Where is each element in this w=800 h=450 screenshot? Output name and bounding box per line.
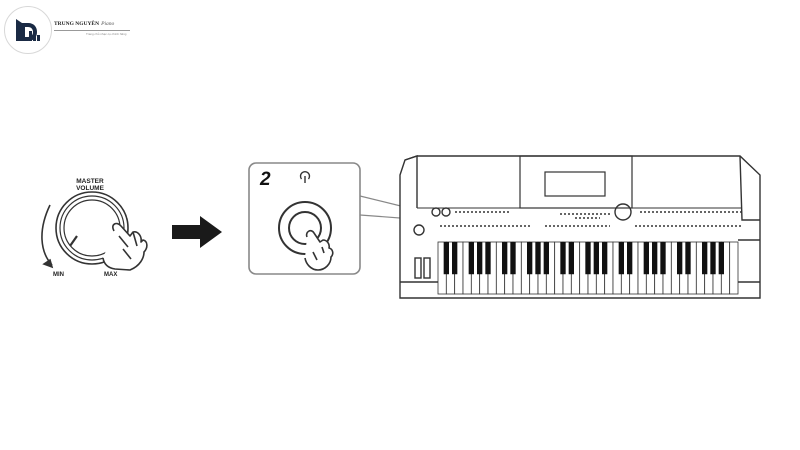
black-key — [593, 242, 599, 275]
logo-script-text: Piano — [101, 21, 115, 27]
black-key — [477, 242, 483, 275]
logo-tagline: Trang chủ nhạc cụ chính hãng — [86, 32, 127, 36]
black-key — [527, 242, 533, 275]
step-number: 2 — [260, 169, 271, 190]
black-key — [468, 242, 474, 275]
logo-mark-icon — [4, 6, 52, 54]
black-key — [602, 242, 608, 275]
hand-turning-knob-icon — [102, 222, 148, 271]
black-key — [710, 242, 716, 275]
finger-pressing-icon — [304, 229, 334, 271]
black-key — [510, 242, 516, 275]
power-button-callout — [248, 162, 361, 275]
black-key — [643, 242, 649, 275]
volume-min-label: MIN — [53, 272, 64, 278]
black-key — [685, 242, 691, 275]
logo-name-text: TRUNG NGUYÊN — [54, 21, 100, 27]
power-icon — [299, 170, 311, 183]
next-step-arrow — [172, 216, 222, 248]
black-key — [660, 242, 666, 275]
black-key — [585, 242, 591, 275]
black-key — [568, 242, 574, 275]
black-key — [627, 242, 633, 275]
black-key — [452, 242, 458, 275]
keyboard-keys — [437, 241, 739, 295]
black-key — [543, 242, 549, 275]
power-button — [278, 201, 332, 255]
master-volume-label: MASTER VOLUME — [64, 178, 116, 192]
black-key — [652, 242, 658, 275]
black-key — [560, 242, 566, 275]
black-key — [618, 242, 624, 275]
volume-max-label: MAX — [104, 272, 118, 278]
black-key — [702, 242, 708, 275]
black-key — [718, 242, 724, 275]
master-volume-label-line1: MASTER — [76, 178, 104, 185]
rotate-arrow-icon — [42, 258, 54, 269]
white-key — [729, 241, 739, 295]
black-key — [485, 242, 491, 275]
black-key — [677, 242, 683, 275]
black-key — [535, 242, 541, 275]
black-key — [502, 242, 508, 275]
logo-divider — [54, 30, 130, 31]
master-volume-label-line2: VOLUME — [76, 185, 104, 192]
black-key — [443, 242, 449, 275]
